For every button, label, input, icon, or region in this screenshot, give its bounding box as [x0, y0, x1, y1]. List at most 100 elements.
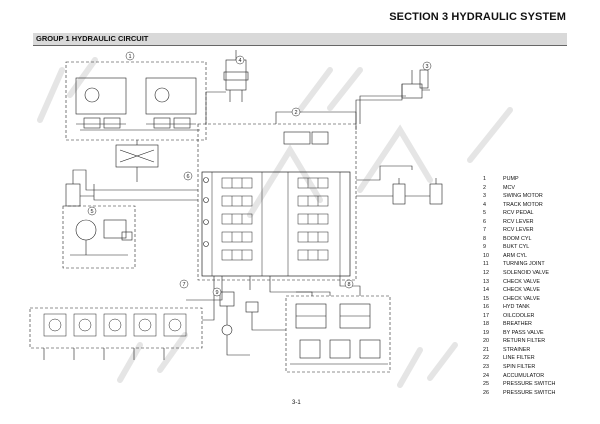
legend-label: PUMP — [503, 176, 519, 182]
mcv-frame — [201, 171, 351, 277]
callout-9: 9 — [212, 287, 222, 297]
legend-number: 22 — [483, 355, 489, 362]
legend-item: 4 TRACK MOTOR — [483, 201, 555, 210]
legend-number: 9 — [483, 244, 486, 251]
legend-label: ARM CYL — [503, 252, 527, 259]
legend-label: SPIN FILTER — [503, 364, 536, 371]
callout-1: 1 — [125, 51, 135, 61]
legend-label: MCV — [503, 184, 515, 191]
track-motor-frame — [65, 61, 207, 141]
legend-number: 26 — [483, 389, 489, 396]
legend-item: 5 RCV PEDAL — [483, 209, 555, 218]
legend-number: 13 — [483, 278, 489, 285]
legend-label: RCV PEDAL — [503, 210, 534, 217]
legend-label: CHECK VALVE — [503, 287, 540, 294]
legend-label: PRESSURE SWITCH — [503, 389, 556, 396]
legend-number: 11 — [483, 261, 489, 268]
legend-number: 20 — [483, 338, 489, 345]
legend-item: 1 PUMP — [483, 175, 555, 184]
legend-label: SOLENOID VALVE — [503, 270, 549, 277]
legend-label: PRESSURE SWITCH — [503, 381, 556, 388]
legend-item: 12 SOLENOID VALVE — [483, 269, 555, 278]
legend-number: 18 — [483, 321, 489, 328]
legend-number: 6 — [483, 218, 486, 225]
legend-label: CHECK VALVE — [503, 278, 540, 285]
legend-number: 12 — [483, 270, 489, 277]
legend-item: 10 ARM CYL — [483, 252, 555, 261]
legend-item: 17 OILCOOLER — [483, 312, 555, 321]
page-number: 3-1 — [292, 400, 301, 406]
legend-item: 8 BOOM CYL — [483, 235, 555, 244]
svg-text:3: 3 — [425, 64, 428, 70]
svg-text:9: 9 — [215, 290, 218, 296]
legend-item: 21 STRAINER — [483, 346, 555, 355]
legend-item: 22 LINE FILTER — [483, 354, 555, 363]
legend-number: 10 — [483, 252, 489, 259]
legend-label: OILCOOLER — [503, 312, 535, 319]
legend-number: 5 — [483, 210, 486, 217]
callout-6: 6 — [183, 171, 193, 181]
legend-item: 18 BREATHER — [483, 320, 555, 329]
svg-text:2: 2 — [294, 110, 297, 116]
callout-2: 2 — [291, 107, 301, 117]
callout-4: 4 — [235, 55, 245, 65]
callout-8: 8 — [344, 279, 354, 289]
legend-label: STRAINER — [503, 346, 531, 353]
legend-label: BY PASS VALVE — [503, 329, 544, 336]
legend-number: 23 — [483, 364, 489, 371]
legend-label: BOOM CYL — [503, 235, 532, 242]
legend-number: 17 — [483, 312, 489, 319]
watermark — [37, 57, 513, 388]
svg-text:7: 7 — [182, 282, 185, 288]
legend-item: 23 SPIN FILTER — [483, 363, 555, 372]
legend-label: TURNING JOINT — [503, 261, 545, 268]
svg-text:5: 5 — [90, 209, 93, 215]
legend-label: RCV LEVER — [503, 227, 534, 234]
legend-label: RCV LEVER — [503, 218, 534, 225]
callout-7: 7 — [179, 279, 189, 289]
legend-item: 14 CHECK VALVE — [483, 286, 555, 295]
callout-3: 3 — [422, 61, 432, 71]
legend-number: 3 — [483, 193, 486, 200]
legend-item: 20 RETURN FILTER — [483, 337, 555, 346]
legend-number: 19 — [483, 329, 489, 336]
legend-number: 8 — [483, 235, 486, 242]
legend-number: 24 — [483, 372, 489, 379]
legend-item: 7 RCV LEVER — [483, 226, 555, 235]
group-title: GROUP 1 HYDRAULIC CIRCUIT — [36, 34, 149, 43]
svg-text:4: 4 — [238, 58, 241, 64]
legend-number: 2 — [483, 184, 486, 191]
callout-5: 5 — [87, 206, 97, 216]
legend-item: 24 ACCUMULATOR — [483, 372, 555, 381]
legend-item: 26 PRESSURE SWITCH — [483, 389, 555, 398]
legend-label: TRACK MOTOR — [503, 201, 543, 208]
group-header-bar: GROUP 1 HYDRAULIC CIRCUIT — [33, 33, 567, 46]
svg-text:6: 6 — [186, 174, 189, 180]
callouts: 1 2 3 4 5 6 7 8 9 — [87, 51, 432, 297]
legend-item: 11 TURNING JOINT — [483, 260, 555, 269]
legend-number: 7 — [483, 227, 486, 234]
legend-label: ACCUMULATOR — [503, 372, 545, 379]
legend-number: 21 — [483, 346, 489, 353]
section-title: SECTION 3 HYDRAULIC SYSTEM — [389, 11, 566, 23]
legend-label: BREATHER — [503, 321, 532, 328]
legend-item: 19 BY PASS VALVE — [483, 329, 555, 338]
legend-label: CHECK VALVE — [503, 295, 540, 302]
legend-item: 9 BUKT CYL — [483, 243, 555, 252]
legend-item: 6 RCV LEVER — [483, 218, 555, 227]
legend-label: BUKT CYL — [503, 244, 530, 251]
legend-label: RETURN FILTER — [503, 338, 546, 345]
legend-item: 13 CHECK VALVE — [483, 278, 555, 287]
legend-number: 4 — [483, 201, 486, 208]
legend-number: 14 — [483, 287, 489, 294]
legend-number: 16 — [483, 304, 489, 311]
legend-number: 25 — [483, 381, 489, 388]
legend-number: 1 — [483, 176, 486, 182]
svg-text:8: 8 — [347, 282, 350, 288]
legend-label: LINE FILTER — [503, 355, 535, 362]
svg-text:1: 1 — [128, 54, 131, 60]
